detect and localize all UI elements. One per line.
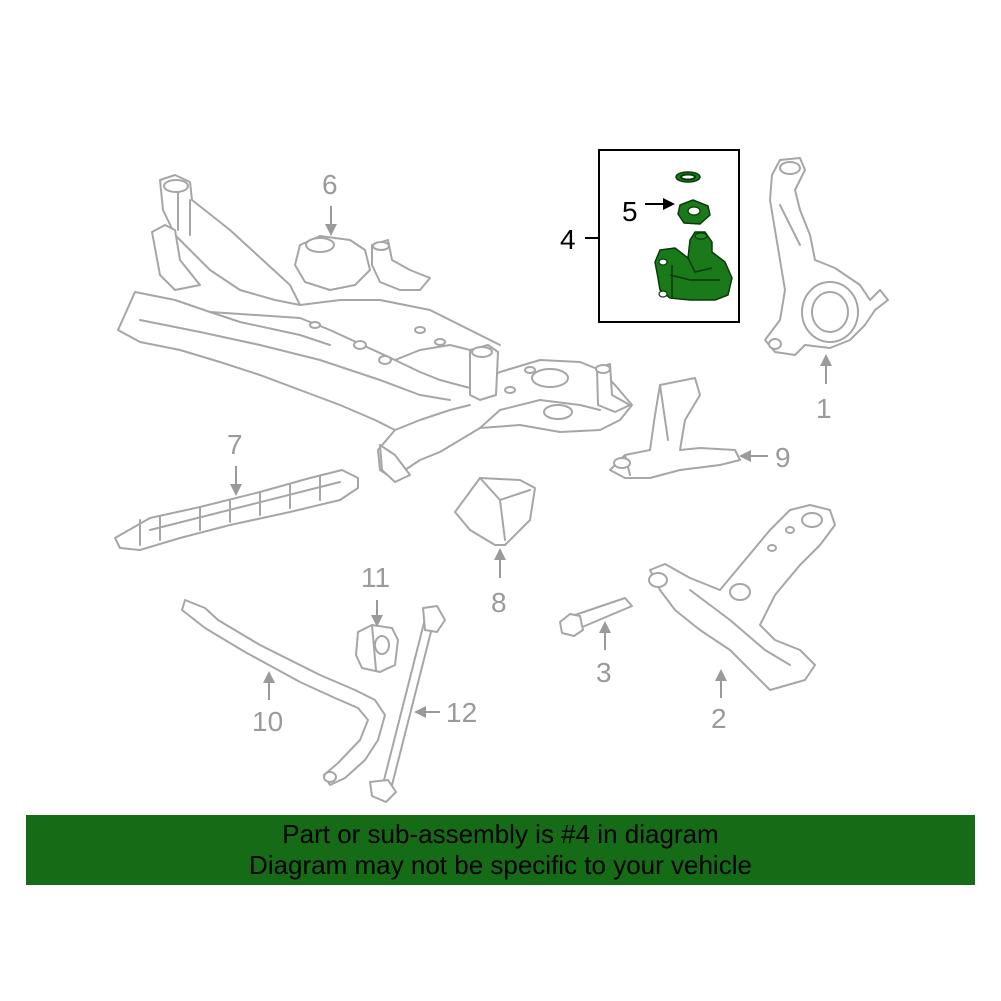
- svg-text:2: 2: [711, 703, 727, 734]
- svg-text:8: 8: [491, 587, 507, 618]
- callout-4: 4: [560, 224, 599, 255]
- svg-text:12: 12: [446, 697, 477, 728]
- callout-10: 10: [252, 671, 283, 737]
- svg-text:5: 5: [622, 196, 638, 227]
- callout-11: 11: [361, 562, 390, 627]
- svg-text:4: 4: [560, 224, 576, 255]
- part-8-bracket: [454, 477, 536, 546]
- svg-text:11: 11: [361, 562, 390, 593]
- callout-8: 8: [491, 548, 507, 618]
- part-9-brace: [609, 377, 741, 479]
- banner-line-1: Part or sub-assembly is #4 in diagram: [282, 819, 719, 849]
- svg-text:9: 9: [775, 442, 791, 473]
- callout-6: 6: [322, 169, 338, 236]
- callout-3: 3: [596, 621, 612, 688]
- part-5-nut: [675, 171, 711, 225]
- part-1-knuckle: [764, 157, 889, 356]
- part-7-reinforcement: [114, 469, 359, 551]
- svg-text:6: 6: [322, 169, 338, 200]
- banner-line-2: Diagram may not be specific to your vehi…: [249, 850, 752, 880]
- part-2-control-arm: [648, 504, 836, 691]
- part-3-bolt: [559, 597, 633, 637]
- part-11-bushing: [355, 624, 399, 673]
- callout-5: 5: [622, 196, 675, 227]
- callout-12: 12: [414, 697, 477, 728]
- part-4-ball-joint: [654, 231, 733, 301]
- part-10-stabilizer-bar: [181, 599, 386, 786]
- svg-text:3: 3: [596, 657, 612, 688]
- callout-9: 9: [739, 442, 791, 473]
- svg-text:10: 10: [252, 706, 283, 737]
- callout-1: 1: [816, 354, 832, 424]
- svg-text:1: 1: [816, 393, 832, 424]
- part-12-stabilizer-link: [369, 605, 446, 803]
- svg-text:7: 7: [227, 429, 243, 460]
- callout-2: 2: [711, 669, 727, 734]
- part-6-crossmember: [117, 174, 633, 483]
- callout-7: 7: [227, 429, 243, 496]
- info-banner: Part or sub-assembly is #4 in diagram Di…: [26, 815, 975, 885]
